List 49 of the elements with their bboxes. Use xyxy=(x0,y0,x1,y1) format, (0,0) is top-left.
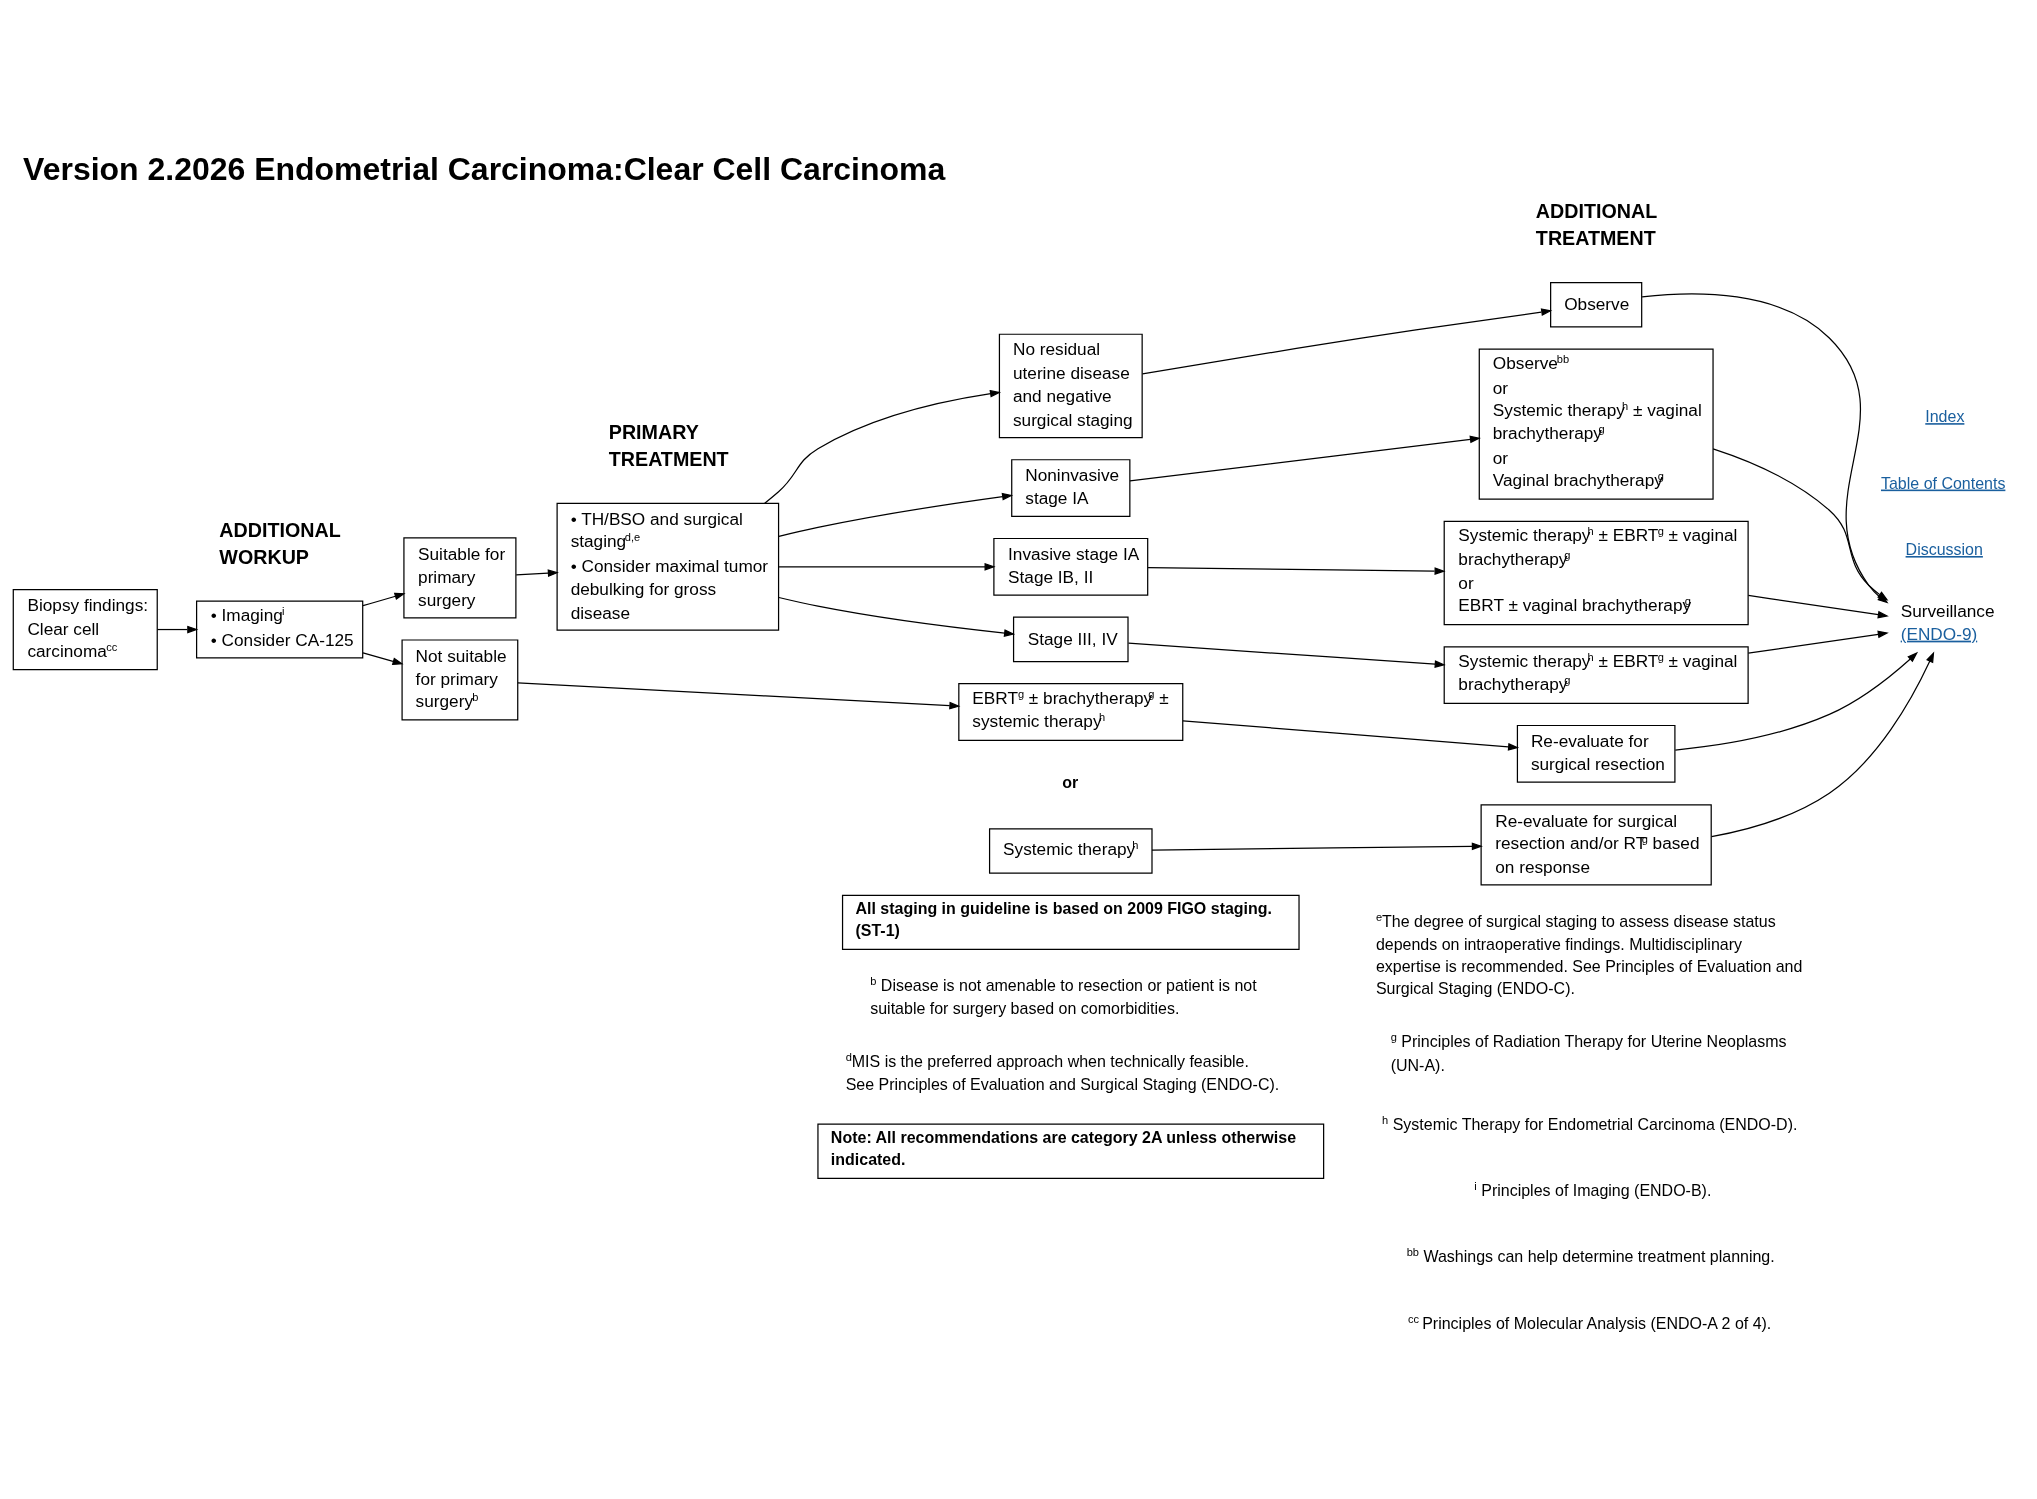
arrow xyxy=(156,625,199,634)
label: Table of Contents xyxy=(1880,474,2006,492)
node-box: • TH/BSO and surgical staging$^{d,e}$ • Consider maximal tumor debulking for gross disease xyxy=(556,502,780,631)
node-box: Observe xyxy=(1550,281,1643,328)
label: All staging in guideline is based on 2009 FIGO staging. (ST-1) xyxy=(855,900,1273,940)
node-box: No residual uterine disease and negative surgical staging xyxy=(998,333,1143,439)
label: $^{h}$ Systemic Therapy for Endometrial Carcinoma (ENDO-D). xyxy=(1382,1113,1798,1133)
arrow xyxy=(1129,435,1481,482)
label: $^{d}$MIS is the preferred approach when technically feasible. See Principles of Evaluation and Surgical Staging (ENDO-C). xyxy=(845,1050,1280,1094)
arrow xyxy=(1710,651,1935,838)
label: $^{g}$ Principles of Radiation Therapy for Uterine Neoplasms (UN-A). xyxy=(1390,1031,1787,1074)
arrow xyxy=(1147,567,1446,575)
label: or xyxy=(1062,773,1079,791)
arrow xyxy=(778,596,1016,637)
node-box: Re-evaluate for surgical resection xyxy=(1516,724,1676,783)
arrow xyxy=(1141,308,1553,375)
node-box: Biopsy findings: Clear cell carcinoma$^{cc}$ xyxy=(12,588,158,671)
arrow xyxy=(362,652,404,666)
label: $^{i}$ Principles of Imaging (ENDO-B). xyxy=(1474,1180,1712,1199)
node-box: Suitable for primary surgery xyxy=(403,537,517,619)
label: PRIMARY TREATMENT xyxy=(608,420,729,470)
node-box: Noninvasive stage IA xyxy=(1011,459,1131,517)
arrow xyxy=(778,492,1014,537)
label: $^{b}$ Disease is not amenable to resection or patient is not suitable for surgery based on comorbidities. xyxy=(870,974,1257,1017)
node-box: Not suitable for primary surgery$^{b}$ xyxy=(401,639,519,721)
node-box: Invasive stage IA Stage IB, II xyxy=(993,537,1149,596)
node-box: • Imaging$^{i}$ • Consider CA-125 xyxy=(196,600,364,659)
node-text: Surveillance (ENDO-9) xyxy=(1900,601,1995,644)
label: Index xyxy=(1925,408,1965,426)
node-box: Stage III, IV xyxy=(1012,616,1129,663)
label: $^{bb}$ Washings can help determine treatment planning. xyxy=(1406,1246,1775,1266)
arrow xyxy=(763,389,1002,505)
arrow xyxy=(1747,630,1889,654)
arrow xyxy=(1127,642,1446,668)
label: Discussion xyxy=(1905,540,1983,558)
arrow xyxy=(1674,651,1919,751)
arrow xyxy=(1151,842,1483,851)
label: $^{cc}$ Principles of Molecular Analysis (ENDO-A 2 of 4). xyxy=(1407,1312,1772,1332)
label: Note: All recommendations are category 2A unless otherwise indicated. xyxy=(830,1129,1297,1169)
diagram-title: Version 2.2026 Endometrial Carcinoma:Clear Cell Carcinoma xyxy=(23,151,946,188)
arrow xyxy=(778,562,996,571)
label: $^{e}$The degree of surgical staging to assess disease status depends on intraoperative findings. Multidisciplinary expertise is recommended. See Principles of Evaluation and Surgical Staging (ENDO-C). xyxy=(1375,910,1803,998)
arrow xyxy=(362,592,406,607)
arrow xyxy=(517,682,961,710)
arrow xyxy=(515,569,559,578)
arrow xyxy=(1182,720,1520,751)
arrow xyxy=(1712,448,1889,601)
label: ADDITIONAL WORKUP xyxy=(219,519,341,569)
label: ADDITIONAL TREATMENT xyxy=(1535,200,1658,250)
